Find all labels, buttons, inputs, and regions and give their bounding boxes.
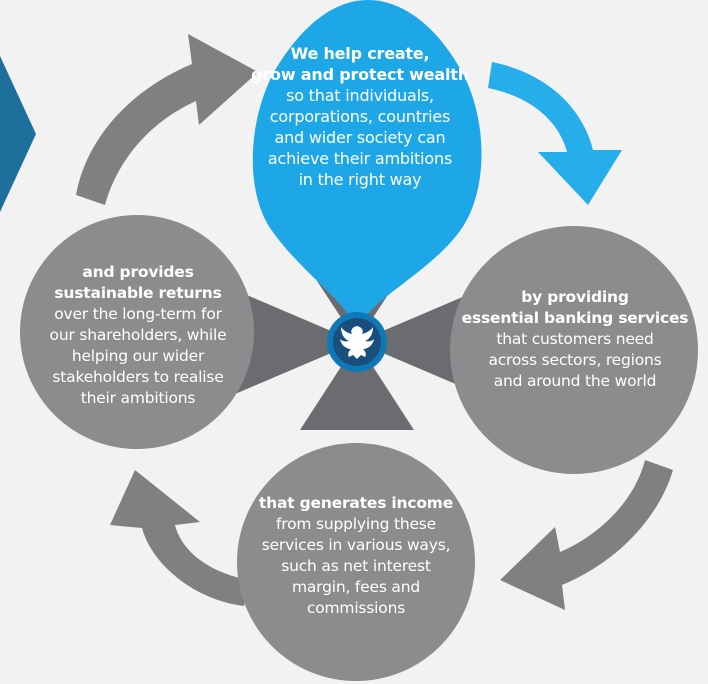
text-line: corporations, countries [269,107,451,126]
arrow-left-to-top [76,34,258,205]
text-line: that generates income [258,494,454,512]
text-line: We help create, [290,44,430,63]
node-right-body: that customers need across sectors, regi… [460,329,690,392]
text-line: margin, fees and [291,578,420,596]
node-left-text: and provides sustainable returns over th… [32,262,244,409]
text-line: and provides [82,263,194,281]
eagle-emblem-icon [327,312,387,372]
node-top-lead: We help create, grow and protect wealth [235,43,485,85]
text-line: from supplying these [276,515,436,533]
node-bottom-text: that generates income from supplying the… [246,493,466,619]
text-line: helping our wider [71,347,205,365]
text-line: so that individuals, [286,86,434,105]
text-line: their ambitions [80,389,196,407]
text-line: across sectors, regions [488,351,662,369]
text-line: such as net interest [281,557,431,575]
arrow-top-to-right [488,62,622,205]
text-line: commissions [306,599,406,617]
blob-top-blue [252,0,482,330]
text-line: over the long-term for [54,305,222,323]
text-line: and wider society can [274,128,446,147]
text-line: in the right way [298,170,422,189]
arrow-bottom-to-left [110,470,248,606]
text-line: sustainable returns [54,284,222,302]
arrow-right-to-bottom [500,460,673,610]
node-bottom-body: from supplying these services in various… [246,514,466,619]
node-top-body: so that individuals, corporations, count… [235,85,485,190]
node-bottom-lead: that generates income [246,493,466,514]
text-line: essential banking services [461,309,689,327]
side-chevron-marker [0,56,36,212]
text-line: stakeholders to realise [52,368,224,386]
circle-bottom [237,443,475,681]
text-line: grow and protect wealth [251,65,469,84]
text-line: services in various ways, [261,536,451,554]
text-line: and around the world [493,372,657,390]
text-line: our shareholders, while [49,326,227,344]
text-line: by providing [521,288,629,306]
node-right-lead: by providing essential banking services [460,287,690,329]
circle-right [450,226,698,474]
node-left-body: over the long-term for our shareholders,… [32,304,244,409]
node-right-text: by providing essential banking services … [460,287,690,392]
text-line: achieve their ambitions [267,149,453,168]
text-line: that customers need [496,330,654,348]
circle-left [20,215,254,449]
node-left-lead: and provides sustainable returns [32,262,244,304]
node-top-text: We help create, grow and protect wealth … [235,43,485,190]
